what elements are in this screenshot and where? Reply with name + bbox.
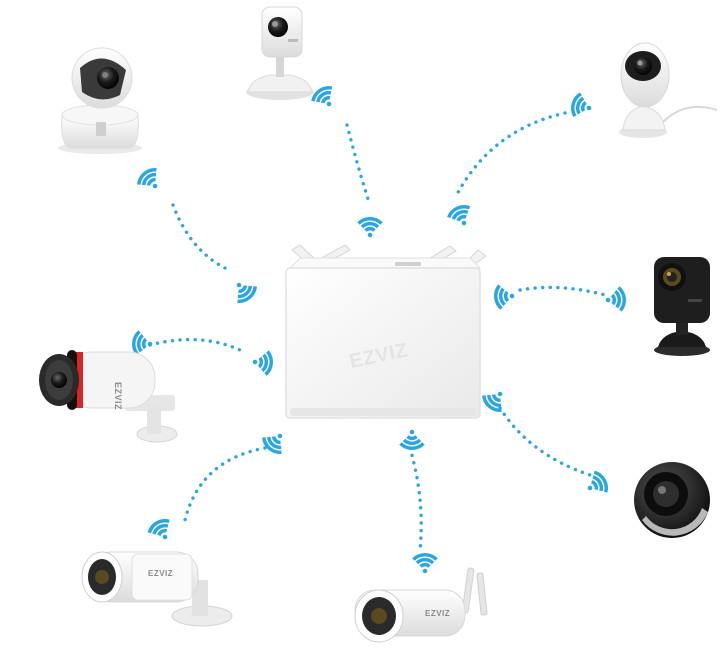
pan-tilt-camera bbox=[58, 47, 142, 154]
dome-ball-camera bbox=[634, 462, 710, 538]
wifi-icon bbox=[482, 391, 503, 412]
signal-link-outdoor bbox=[408, 446, 423, 552]
camera-lens bbox=[95, 570, 109, 584]
camera-lens bbox=[653, 481, 679, 507]
camera-lens bbox=[268, 17, 288, 37]
camera-logo: EZVIZ bbox=[148, 569, 173, 578]
wifi-icon bbox=[587, 470, 608, 493]
camera-lens bbox=[97, 67, 119, 89]
wifi-icon bbox=[252, 350, 273, 376]
wifi-icons bbox=[132, 86, 626, 574]
wifi-icon bbox=[494, 284, 515, 310]
wifi-icon bbox=[399, 429, 425, 450]
signal-link-mini-cube bbox=[345, 123, 372, 207]
wifi-icon bbox=[605, 286, 626, 312]
bullet-camera-red: EZVIZ bbox=[39, 350, 178, 443]
nvr-hub: EZVIZ bbox=[285, 244, 487, 419]
wifi-icon bbox=[132, 330, 153, 356]
wifi-icon bbox=[357, 217, 383, 238]
wifi-icon bbox=[571, 92, 592, 118]
wifi-icon bbox=[147, 519, 170, 540]
camera-lens bbox=[371, 608, 387, 624]
mini-cube-camera bbox=[246, 6, 314, 100]
hub-body bbox=[285, 267, 481, 419]
camera-lens bbox=[51, 372, 67, 388]
mini-o-camera-white bbox=[619, 42, 718, 138]
signal-links bbox=[148, 111, 607, 552]
signal-link-pan-tilt bbox=[171, 203, 227, 270]
camera-logo: EZVIZ bbox=[113, 382, 123, 410]
wifi-icon bbox=[447, 205, 471, 226]
outdoor-antenna-camera: EZVIZ bbox=[354, 567, 488, 643]
wifi-icon bbox=[412, 553, 438, 574]
signal-link-bullet-white bbox=[183, 446, 267, 522]
signal-link-dome bbox=[498, 406, 592, 477]
camera-lens bbox=[634, 57, 652, 75]
signal-link-mini-o bbox=[453, 111, 567, 200]
mini-camera-black bbox=[654, 257, 710, 356]
wifi-icon bbox=[262, 433, 283, 454]
wifi-icon bbox=[236, 282, 257, 303]
bullet-camera-white: EZVIZ bbox=[81, 551, 233, 627]
signal-link-mini-black bbox=[518, 285, 607, 297]
camera-logo: EZVIZ bbox=[425, 609, 450, 618]
wifi-icon bbox=[311, 86, 333, 107]
wifi-icon bbox=[137, 168, 158, 189]
signal-link-bullet-red bbox=[148, 337, 242, 352]
